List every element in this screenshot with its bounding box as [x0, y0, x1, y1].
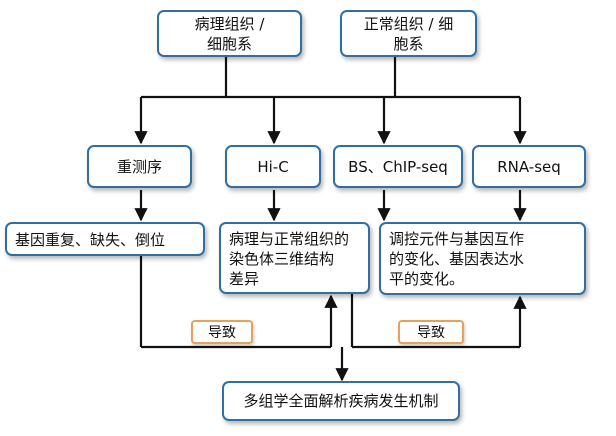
node-regulation-change: 调控元件与基因互作 的变化、基因表达水 平的变化。	[379, 222, 586, 295]
node-pathological-tissue: 病理组织 / 细胞系	[157, 10, 302, 57]
node-rna-seq: RNA-seq	[472, 145, 586, 188]
node-chromatin-diff: 病理与正常组织的 染色体三维结构 差异	[219, 222, 370, 294]
node-normal-tissue: 正常组织 / 细 胞系	[340, 10, 477, 57]
node-hic: Hi-C	[225, 145, 321, 188]
node-bs-chip: BS、ChIP-seq	[333, 145, 463, 188]
node-resequencing: 重测序	[87, 145, 192, 188]
badge-lead-to-right: 导致	[398, 320, 464, 344]
node-conclusion: 多组学全面解析疾病发生机制	[222, 381, 460, 421]
node-variations: 基因重复、缺失、倒位	[5, 222, 205, 256]
badge-lead-to-left: 导致	[191, 320, 253, 344]
